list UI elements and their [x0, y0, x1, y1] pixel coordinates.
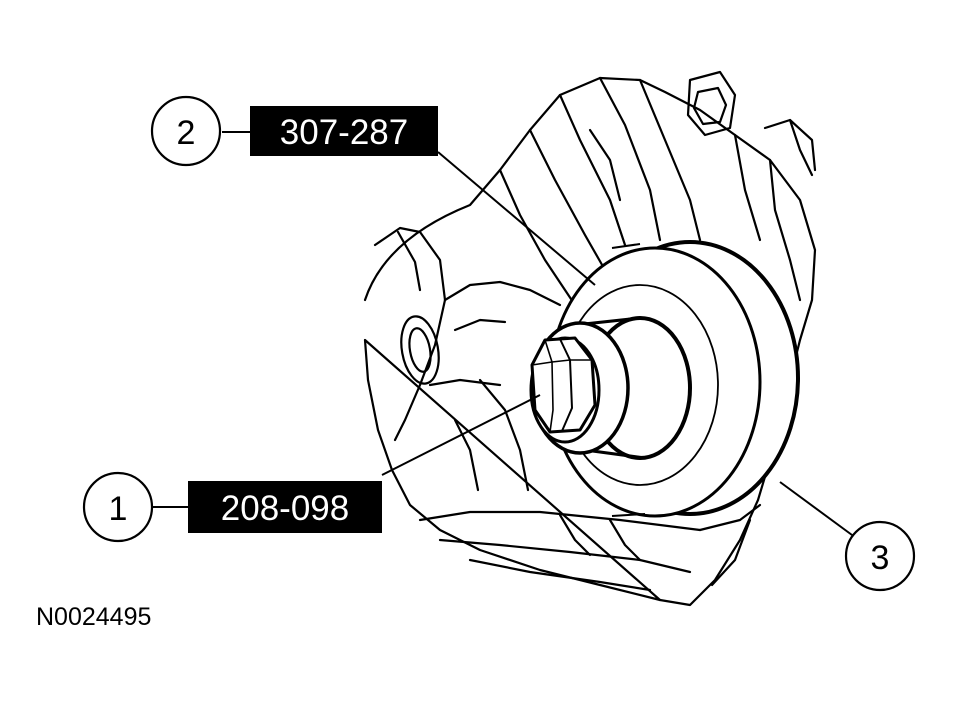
- leader-lines: [152, 131, 853, 536]
- callout-3-circle: [844, 520, 916, 592]
- callout-1-circle: [82, 471, 154, 543]
- callout-2: 2: [150, 95, 222, 167]
- callout-1: 1: [82, 471, 154, 543]
- callout-2-number: 2: [177, 114, 196, 152]
- tool-label-307-287: 307-287: [250, 106, 438, 156]
- tool-label-1-text: 208-098: [221, 489, 349, 528]
- leader-line-3: [779, 481, 853, 536]
- callout-3: 3: [844, 520, 916, 592]
- callout-1-number: 1: [109, 490, 128, 528]
- tool-label-2-text: 307-287: [280, 113, 408, 152]
- tool-label-1-box: [188, 481, 382, 533]
- leader-line-1: [381, 394, 541, 476]
- hex-bolt-socket: [529, 336, 601, 444]
- tool-label-208-098: 208-098: [188, 481, 382, 533]
- callout-3-number: 3: [871, 539, 890, 577]
- tool-label-2-box: [250, 106, 438, 156]
- leader-line-2: [437, 151, 596, 286]
- engine-front-cover: [363, 70, 817, 607]
- figure-id: N0024495: [36, 603, 151, 631]
- callout-2-circle: [150, 95, 222, 167]
